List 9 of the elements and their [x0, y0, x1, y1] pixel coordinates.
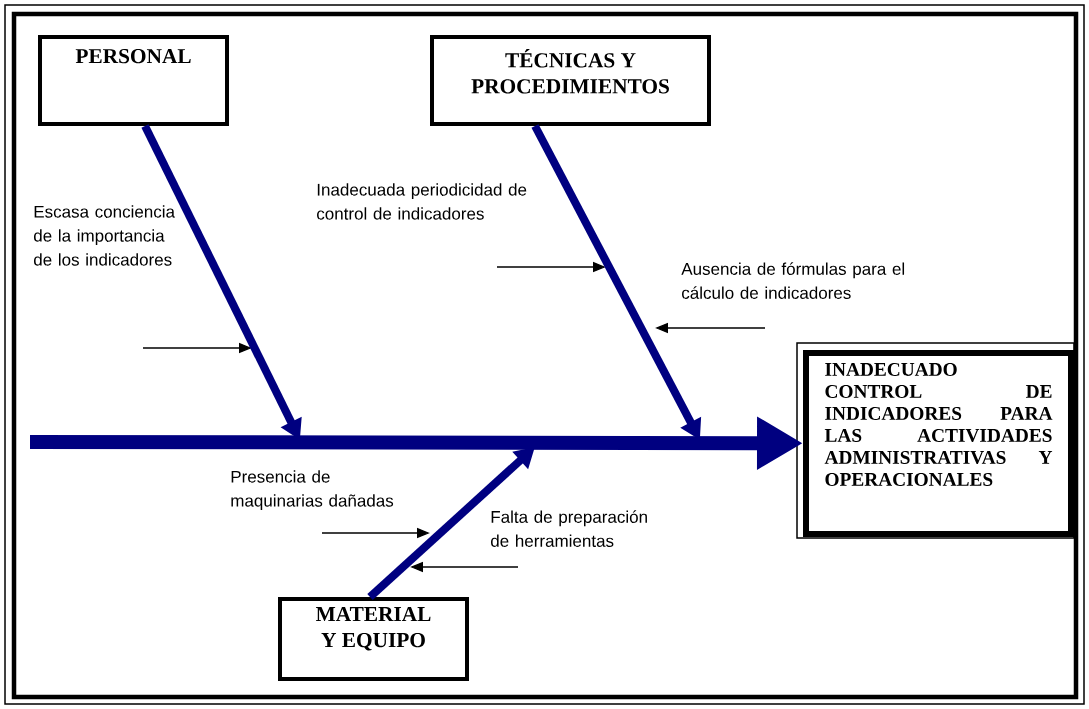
- cause-text: Presencia de maquinarias dañadas: [231, 470, 394, 511]
- cause-text: Falta de preparación de herramientas: [491, 510, 647, 547]
- category-box: MATERIAL Y EQUIPO: [278, 597, 469, 681]
- category-box: TÉCNICAS Y PROCEDIMIENTOS: [430, 35, 711, 126]
- cause-text: Ausencia de fórmulas para el cálculo de indicadores: [681, 262, 905, 299]
- cause-text: Escasa conciencia de la importancia de los indicadores: [34, 205, 175, 266]
- cause-text: Inadecuada periodicidad de control de indicadores: [317, 183, 527, 220]
- effect-box: INADECUADO CONTROL DE INDICADORES PARA LAS ACTIVIDADES ADMINISTRATIVAS Y OPERACIONALES: [796, 342, 1075, 539]
- category-box: PERSONAL: [38, 35, 229, 126]
